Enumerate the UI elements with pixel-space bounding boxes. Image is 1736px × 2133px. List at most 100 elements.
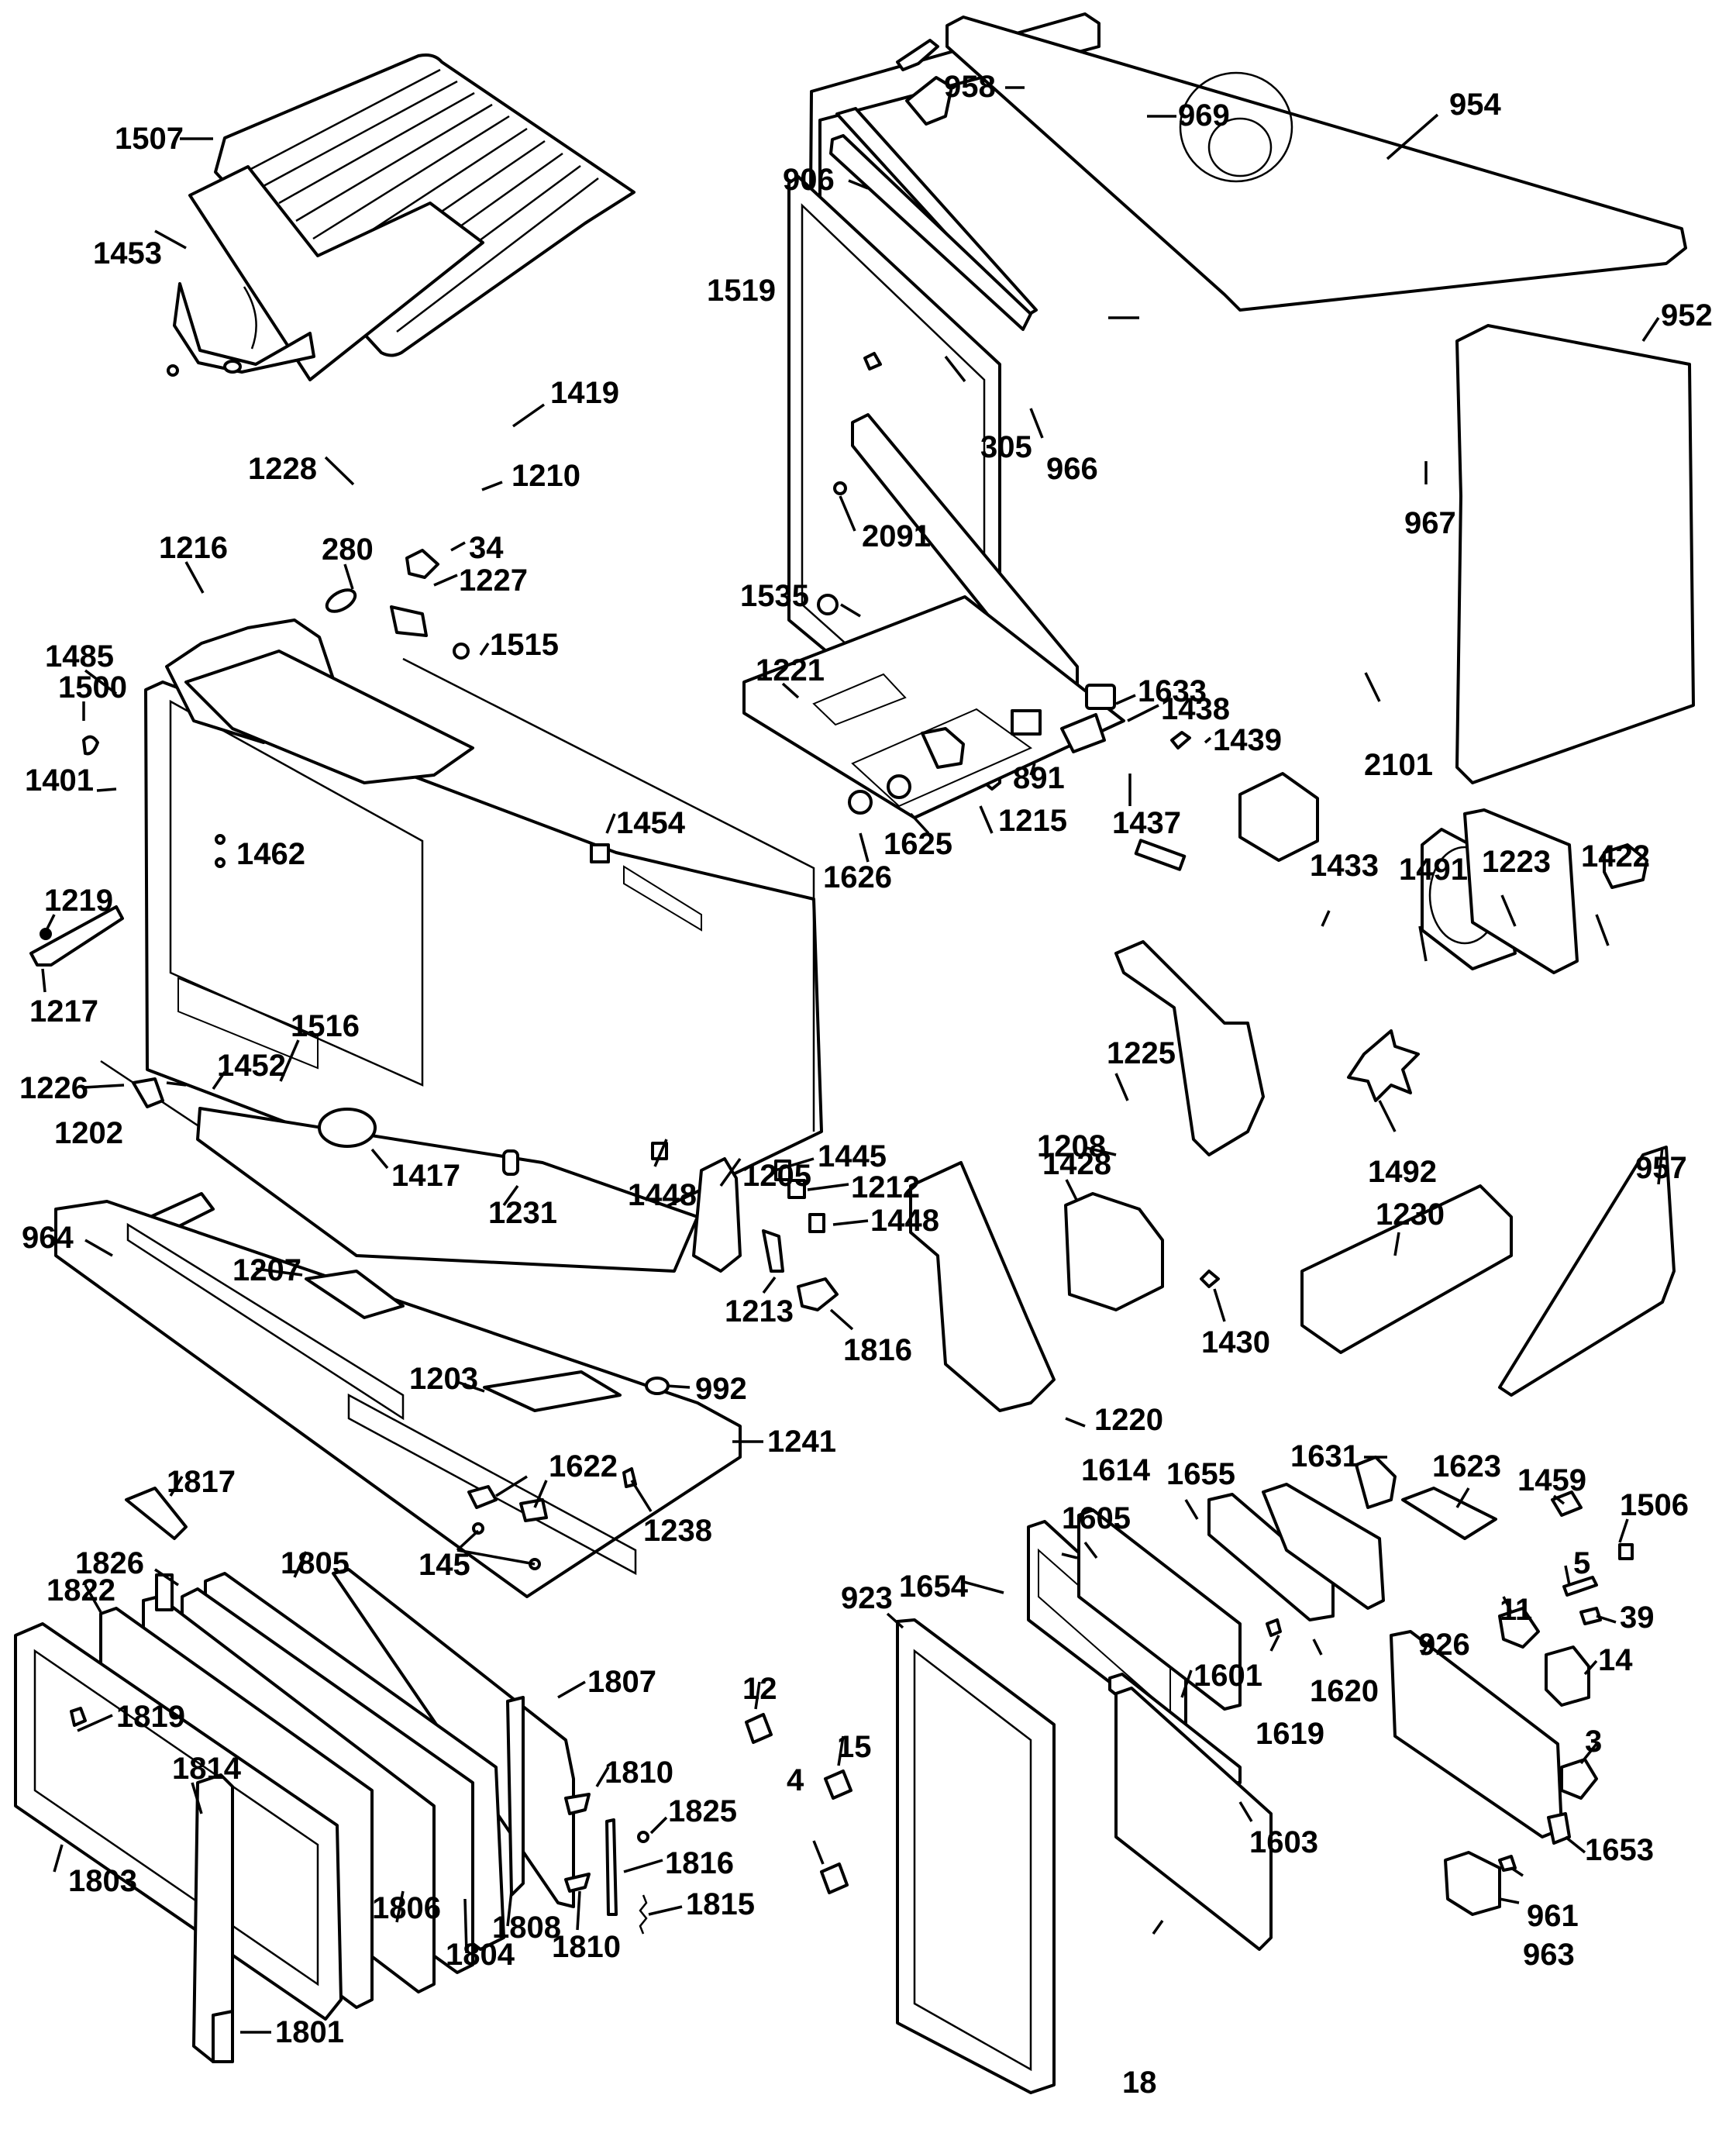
- hinge-1817: [125, 1487, 188, 1540]
- screw-1462a: [215, 834, 226, 845]
- relay-1631: [1355, 1456, 1397, 1509]
- motor-1422: [1603, 843, 1648, 889]
- relay-board-1623: [1401, 1487, 1497, 1540]
- label-1631: 1631: [1290, 1439, 1359, 1473]
- label-1226: 1226: [19, 1071, 88, 1105]
- label-1217: 1217: [29, 994, 98, 1029]
- label-1623: 1623: [1432, 1449, 1501, 1483]
- label-1601: 1601: [1194, 1659, 1262, 1693]
- screw-1825: [637, 1831, 649, 1843]
- label-1614: 1614: [1081, 1453, 1151, 1487]
- label-4: 4: [787, 1763, 804, 1797]
- label-1806: 1806: [372, 1891, 441, 1925]
- label-1485: 1485: [45, 639, 114, 674]
- label-1419: 1419: [550, 376, 619, 410]
- label-1221: 1221: [756, 653, 825, 687]
- fan-blade-1492: [1347, 1029, 1420, 1102]
- label-1491: 1491: [1399, 853, 1468, 887]
- motor-1417: [318, 1108, 377, 1148]
- bracket-1215: [921, 727, 965, 769]
- label-923: 923: [841, 1581, 893, 1615]
- lamp-280: [325, 588, 357, 613]
- label-1428: 1428: [1042, 1147, 1111, 1181]
- bracket-963: [1444, 1851, 1501, 1916]
- base-plate-1230: [1300, 1184, 1513, 1354]
- base-tray-1202: [196, 1107, 699, 1273]
- label-1228: 1228: [248, 452, 317, 486]
- bracket-1620: [1262, 1483, 1385, 1610]
- label-1655: 1655: [1166, 1457, 1235, 1491]
- label-1223: 1223: [1482, 845, 1551, 879]
- label-1215: 1215: [998, 804, 1067, 838]
- label-1516: 1516: [291, 1009, 360, 1043]
- label-1633: 1633: [1138, 674, 1207, 708]
- label-1817: 1817: [167, 1465, 236, 1499]
- thermostat-1622a: [467, 1485, 498, 1509]
- label-3: 3: [1585, 1725, 1602, 1759]
- label-1219: 1219: [44, 884, 113, 918]
- part-1535: [817, 594, 839, 615]
- label-1810a: 1810: [604, 1756, 673, 1790]
- label-1439: 1439: [1213, 723, 1282, 757]
- label-1203: 1203: [409, 1362, 478, 1396]
- capacitor-1438: [1060, 713, 1106, 753]
- label-992: 992: [695, 1372, 747, 1406]
- label-34: 34: [469, 531, 504, 565]
- label-1654: 1654: [899, 1570, 969, 1604]
- label-1619: 1619: [1256, 1717, 1324, 1751]
- label-2091: 2091: [862, 519, 931, 553]
- latch-1205: [692, 1157, 742, 1273]
- knob-12: [745, 1713, 773, 1744]
- control-bracket-1485: [184, 650, 474, 784]
- label-1807: 1807: [587, 1665, 656, 1699]
- control-frame-923: [896, 1618, 1056, 2094]
- label-1822: 1822: [46, 1573, 115, 1608]
- coupler-part: [167, 364, 179, 377]
- label-958: 958: [944, 70, 996, 104]
- bracket-969: [905, 76, 953, 126]
- label-15: 15: [837, 1730, 872, 1764]
- part-1506: [1618, 1543, 1634, 1560]
- label-961: 961: [1527, 1899, 1579, 1933]
- clip-1819: [70, 1707, 87, 1727]
- nut-1219: [40, 928, 52, 940]
- panel-18: [1114, 1687, 1273, 1951]
- label-1448b: 1448: [870, 1204, 939, 1238]
- part-1225: [1134, 839, 1187, 871]
- label-1437: 1437: [1112, 806, 1181, 840]
- leader-lines: [41, 86, 1664, 2034]
- door-seal-1808: [506, 1696, 525, 1897]
- glass-tray: [188, 165, 484, 381]
- latch-1810b: [564, 1873, 591, 1893]
- screw-2091: [833, 481, 847, 495]
- label-5: 5: [1573, 1546, 1590, 1580]
- switch-1226: [132, 1077, 164, 1108]
- sensor-1454: [590, 843, 610, 863]
- handle-cap-1801: [212, 2010, 234, 2063]
- label-1620: 1620: [1310, 1674, 1379, 1708]
- switch-1459: [1551, 1490, 1583, 1517]
- label-957: 957: [1635, 1151, 1687, 1185]
- label-1212: 1212: [851, 1170, 920, 1204]
- label-966: 966: [1046, 452, 1098, 486]
- hinge-1816: [797, 1277, 839, 1311]
- label-1225: 1225: [1107, 1036, 1176, 1070]
- label-952: 952: [1661, 298, 1713, 333]
- label-1810b: 1810: [552, 1930, 621, 1964]
- thermistor-5: [1562, 1576, 1598, 1597]
- spacer-1231: [502, 1149, 519, 1176]
- panel-1516: [177, 977, 319, 1070]
- label-891: 891: [1013, 761, 1065, 795]
- switch-1212: [787, 1179, 806, 1199]
- plate-1207: [305, 1270, 405, 1319]
- screw-1462b: [215, 857, 226, 868]
- label-2101: 2101: [1364, 748, 1433, 782]
- label-1452: 1452: [217, 1049, 286, 1083]
- label-1202: 1202: [54, 1116, 123, 1150]
- mounting-plate-926: [1390, 1630, 1563, 1838]
- label-963: 963: [1523, 1938, 1575, 1972]
- switch-11: [1498, 1607, 1540, 1649]
- knob-4: [820, 1862, 849, 1894]
- label-1801: 1801: [275, 2015, 344, 2049]
- cavity-vent-grid: [623, 865, 702, 932]
